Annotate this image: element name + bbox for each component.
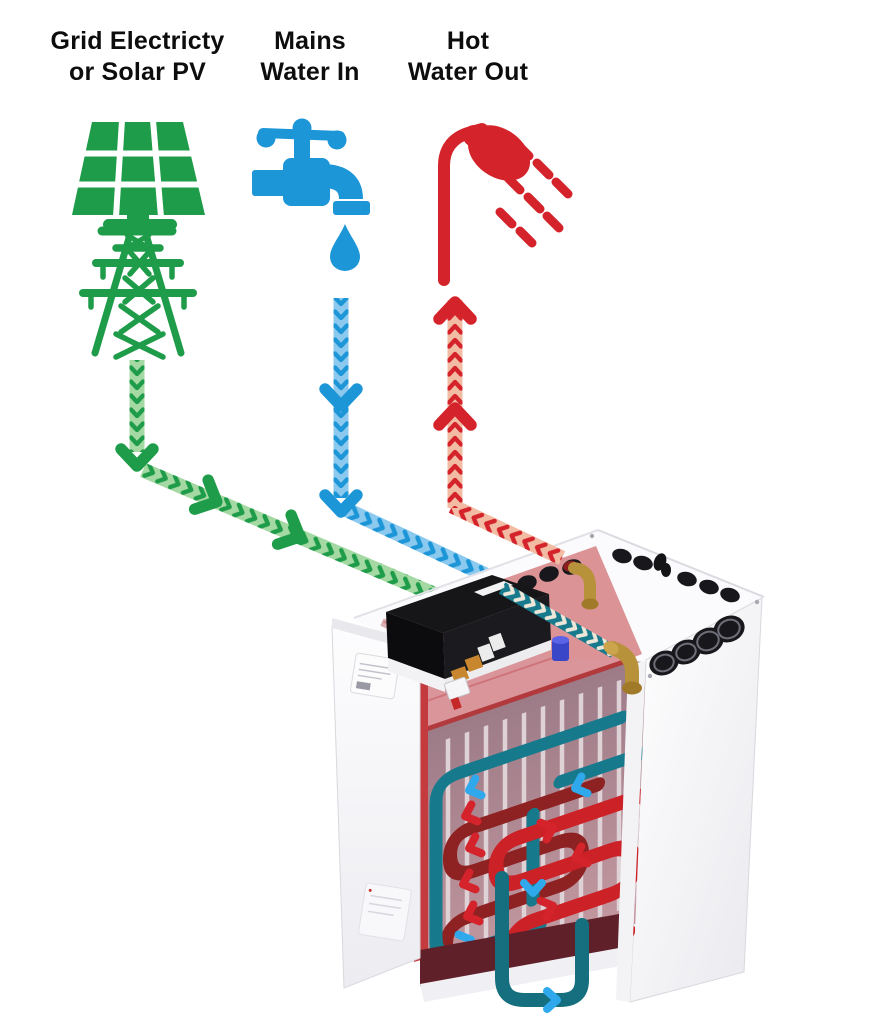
blue-cap: [552, 636, 569, 661]
bottom-label-sticker: [358, 882, 412, 942]
label-mains-line1: Mains: [274, 27, 346, 55]
label-mains-water: Mains Water In: [245, 26, 375, 87]
electricity-pylon-icon: [79, 226, 197, 360]
inlet-pipe: [498, 582, 618, 658]
cable-grommets-right-rim: [612, 548, 740, 603]
label-mains-line2: Water In: [260, 57, 360, 86]
grid-flow-arrow: [121, 360, 439, 602]
brass-elbow-inlet: [603, 641, 642, 695]
rating-label-sticker: [350, 652, 400, 700]
shower-spray: [495, 139, 573, 248]
cut-edge-right: [616, 660, 646, 1002]
label-hot-water: Hot Water Out: [398, 26, 538, 87]
label-grid-line2: or Solar PV: [69, 57, 206, 86]
label-grid-line1: Grid Electricty: [50, 27, 225, 55]
hot-flow-arrow: [439, 300, 566, 565]
mains-flow-arrow: [325, 298, 494, 584]
brass-elbow-outlet: [563, 560, 599, 610]
solar-panel-icon: [72, 119, 205, 230]
terminal-blocks: [450, 632, 506, 684]
coil-exit-loop: [495, 871, 589, 1009]
pipe-grommets-right-wall: [649, 615, 745, 676]
heat-battery-unit: [331, 529, 765, 1009]
shower-icon: [438, 123, 573, 286]
label-grid-electricity: Grid Electricty or Solar PV: [30, 26, 245, 87]
label-hot-line1: Hot: [446, 27, 490, 55]
water-drop-icon: [330, 224, 360, 271]
relief-valve: [444, 676, 471, 710]
label-hot-line2: Water Out: [407, 57, 529, 86]
tap-icon: [252, 118, 370, 215]
